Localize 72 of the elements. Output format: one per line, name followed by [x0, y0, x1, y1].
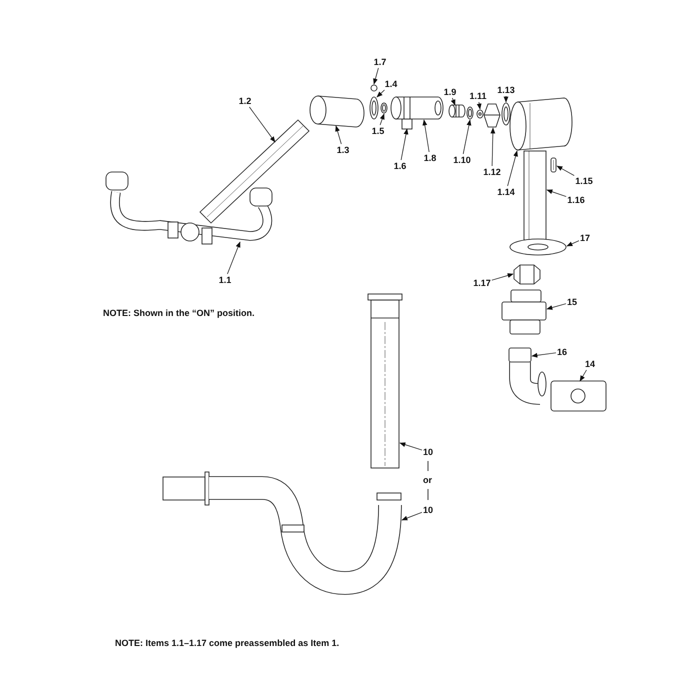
- callout-number: 1.1: [218, 275, 232, 285]
- eyewash-bowl-pipe-drawing: [106, 172, 272, 244]
- leader-line: [504, 96, 508, 103]
- leader-line: [491, 273, 514, 281]
- callout-number: 1.3: [336, 145, 350, 155]
- leader-line: [227, 241, 240, 274]
- callout-number: 1.9: [444, 87, 456, 97]
- leader-line: [476, 102, 482, 110]
- leader-line: [401, 512, 422, 520]
- o-ring-drawing: [370, 96, 378, 120]
- bushing-drawing: [448, 104, 466, 118]
- leader-line: [556, 166, 575, 176]
- leader-line: [400, 128, 408, 160]
- leader-line: [490, 127, 496, 166]
- ball-valve-drawing: [550, 380, 606, 412]
- callout-number: 1.4: [384, 79, 398, 89]
- leader-line: [507, 150, 518, 186]
- callout-number: 10: [423, 505, 433, 515]
- pipe-union-drawing: [502, 290, 546, 334]
- callout-number: 1.6: [394, 161, 406, 171]
- p-trap-drawing: [162, 472, 402, 595]
- arm-pipe-drawing: [199, 119, 310, 224]
- ball-drawing: [370, 84, 378, 92]
- insert-drawing: [476, 110, 484, 118]
- leader-line: [422, 119, 430, 152]
- o-ring-drawing: [466, 106, 474, 120]
- leader-line: [335, 125, 342, 144]
- alternative-label: or: [423, 475, 432, 485]
- valve-body-drawing: [510, 98, 572, 150]
- leader-line: [462, 119, 472, 154]
- hex-nut-drawing: [484, 104, 500, 128]
- leader-line: [399, 442, 422, 450]
- valve-stem-drawing: [390, 96, 444, 120]
- callout-number: 16: [557, 347, 567, 357]
- leader-line: [546, 189, 567, 197]
- leader-line: [566, 240, 580, 246]
- note-text: NOTE: Items 1.1–1.17 come preassembled as Item 1.: [115, 638, 340, 648]
- hex-nut-drawing: [514, 264, 540, 284]
- callout-number: 1.13: [497, 85, 515, 95]
- leader-line: [380, 113, 384, 126]
- callout-number: 10: [423, 447, 433, 457]
- arm-head-drawing: [310, 96, 364, 128]
- callout-number: 1.5: [372, 126, 384, 136]
- callout-number: 1.15: [575, 176, 593, 186]
- callout-number: 1.10: [453, 155, 471, 165]
- pipe-elbow-drawing: [508, 348, 546, 405]
- callout-number: 17: [580, 233, 590, 243]
- callout-number: 1.2: [238, 96, 252, 106]
- leader-line: [531, 352, 556, 358]
- callout-number: 15: [567, 297, 577, 307]
- pin-drawing: [550, 158, 556, 172]
- callout-number: 1.8: [424, 153, 436, 163]
- tailpiece-drawing: [368, 294, 402, 468]
- callout-number: 1.11: [469, 91, 487, 101]
- callout-number: 14: [585, 359, 595, 369]
- washer-drawing: [510, 238, 566, 256]
- riser-pipe-drawing: [524, 150, 546, 240]
- leader-line: [376, 90, 385, 98]
- leader-line: [450, 98, 456, 106]
- callout-number: 1.16: [567, 195, 585, 205]
- o-ring-drawing: [380, 102, 388, 114]
- callout-number: 1.17: [473, 278, 491, 288]
- handle-tab-drawing: [402, 118, 412, 130]
- leader-line: [249, 106, 276, 142]
- leader-line: [580, 370, 587, 382]
- o-ring-drawing: [502, 102, 510, 126]
- leader-line: [373, 68, 379, 85]
- callout-number: 1.12: [483, 167, 501, 177]
- callout-number: 1.14: [497, 187, 515, 197]
- leader-line: [546, 303, 566, 310]
- note-text: NOTE: Shown in the “ON” position.: [103, 308, 254, 318]
- callout-number: 1.7: [374, 57, 386, 67]
